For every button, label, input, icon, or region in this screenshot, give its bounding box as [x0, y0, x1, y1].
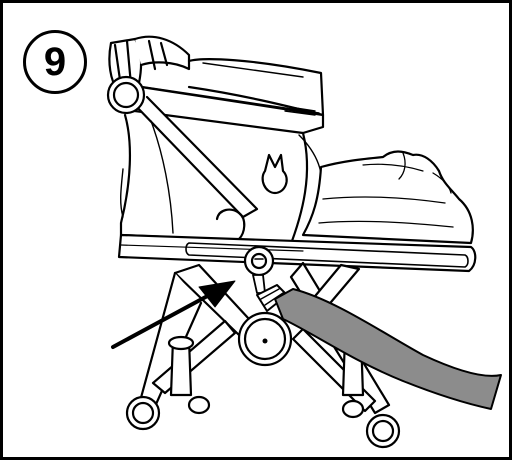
step-number: 9 [43, 40, 67, 84]
pivot-hub [237, 311, 293, 367]
seat-cushion [301, 150, 474, 245]
buckle-anchor [243, 245, 275, 294]
step-badge: 9 [23, 30, 87, 94]
hinge-knob [106, 75, 146, 115]
restraint-strap [256, 284, 502, 410]
pointer-arrow [111, 280, 236, 349]
seat-frame-arm [113, 81, 325, 219]
high-chair-illustration [106, 35, 502, 449]
seat-back [108, 35, 325, 117]
